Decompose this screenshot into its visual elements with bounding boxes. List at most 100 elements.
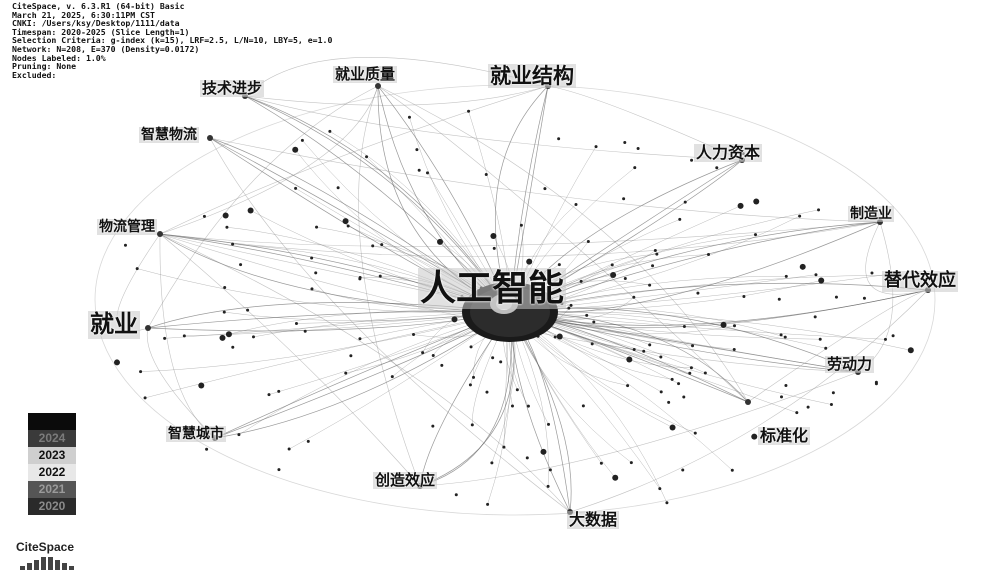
- network-node[interactable]: [468, 383, 472, 387]
- network-node[interactable]: [623, 277, 627, 281]
- network-node[interactable]: [737, 202, 744, 209]
- network-node[interactable]: [574, 202, 578, 206]
- network-node[interactable]: [682, 395, 686, 399]
- network-node[interactable]: [667, 400, 671, 404]
- network-node[interactable]: [834, 295, 838, 299]
- network-node[interactable]: [425, 171, 429, 175]
- network-node[interactable]: [486, 502, 490, 506]
- keyword-label-laodongli[interactable]: 劳动力: [825, 355, 875, 374]
- network-node[interactable]: [306, 439, 310, 443]
- network-node[interactable]: [653, 248, 657, 252]
- keyword-label-jiuye[interactable]: 就业: [88, 310, 140, 339]
- network-node[interactable]: [883, 337, 887, 341]
- network-node[interactable]: [519, 223, 523, 227]
- keyword-node[interactable]: [157, 231, 163, 237]
- network-node[interactable]: [247, 207, 254, 214]
- network-node[interactable]: [219, 334, 226, 341]
- network-node[interactable]: [683, 200, 687, 204]
- network-node[interactable]: [814, 273, 818, 277]
- network-node[interactable]: [526, 258, 533, 265]
- network-node[interactable]: [139, 370, 143, 374]
- network-node[interactable]: [777, 297, 781, 301]
- network-node[interactable]: [407, 115, 411, 119]
- network-node[interactable]: [526, 404, 530, 408]
- network-node[interactable]: [610, 271, 617, 278]
- keyword-label-renli-ziben[interactable]: 人力资本: [694, 143, 763, 163]
- network-node[interactable]: [371, 244, 375, 248]
- network-node[interactable]: [346, 224, 350, 228]
- network-node[interactable]: [780, 395, 784, 399]
- network-node[interactable]: [470, 423, 474, 427]
- network-node[interactable]: [784, 383, 788, 387]
- network-node[interactable]: [540, 448, 547, 455]
- network-node[interactable]: [703, 371, 707, 375]
- network-node[interactable]: [252, 335, 256, 339]
- network-node[interactable]: [502, 445, 506, 449]
- network-node[interactable]: [163, 336, 167, 340]
- network-node[interactable]: [783, 335, 787, 339]
- network-node[interactable]: [287, 447, 291, 451]
- network-node[interactable]: [642, 349, 646, 353]
- network-node[interactable]: [795, 411, 799, 415]
- network-node[interactable]: [365, 155, 369, 159]
- network-node[interactable]: [246, 308, 250, 312]
- network-node[interactable]: [237, 433, 241, 437]
- network-node[interactable]: [626, 384, 630, 388]
- network-node[interactable]: [629, 461, 633, 465]
- network-node[interactable]: [592, 320, 596, 324]
- network-node[interactable]: [225, 331, 232, 338]
- network-node[interactable]: [223, 285, 227, 289]
- network-node[interactable]: [636, 147, 640, 151]
- keyword-label-zhihui-wuliu[interactable]: 智慧物流: [139, 127, 199, 144]
- network-node[interactable]: [659, 355, 663, 359]
- network-node[interactable]: [231, 345, 235, 349]
- keyword-label-jishu-jinbu[interactable]: 技术进步: [200, 79, 265, 98]
- network-node[interactable]: [421, 351, 425, 355]
- network-node[interactable]: [623, 141, 627, 145]
- network-node[interactable]: [831, 391, 835, 395]
- network-node[interactable]: [691, 344, 695, 348]
- network-node[interactable]: [751, 433, 758, 440]
- keyword-label-biaozhunhua[interactable]: 标准化: [758, 426, 811, 446]
- network-node[interactable]: [123, 243, 127, 247]
- network-node[interactable]: [310, 256, 314, 260]
- network-node[interactable]: [753, 198, 760, 205]
- network-node[interactable]: [818, 277, 825, 284]
- network-node[interactable]: [556, 333, 563, 340]
- network-node[interactable]: [310, 287, 314, 291]
- network-node[interactable]: [715, 166, 719, 170]
- network-node[interactable]: [467, 109, 471, 113]
- network-node[interactable]: [626, 356, 633, 363]
- keyword-label-dashuju[interactable]: 大数据: [567, 510, 620, 530]
- keyword-label-center[interactable]: 人工智能: [418, 268, 567, 310]
- keyword-label-zhihui-chengshi[interactable]: 智慧城市: [166, 426, 226, 443]
- network-node[interactable]: [665, 501, 669, 505]
- network-node[interactable]: [431, 353, 435, 357]
- network-node[interactable]: [632, 295, 636, 299]
- network-node[interactable]: [499, 360, 503, 364]
- network-node[interactable]: [277, 468, 281, 472]
- network-node[interactable]: [415, 148, 419, 152]
- network-node[interactable]: [342, 218, 349, 225]
- network-node[interactable]: [813, 315, 817, 319]
- network-node[interactable]: [569, 303, 573, 307]
- network-node[interactable]: [546, 484, 550, 488]
- network-node[interactable]: [454, 493, 458, 497]
- network-node[interactable]: [586, 240, 590, 244]
- network-node[interactable]: [437, 238, 444, 245]
- keyword-label-tidai-xiaoying[interactable]: 替代效应: [882, 270, 958, 292]
- network-node[interactable]: [451, 316, 458, 323]
- network-node[interactable]: [730, 468, 734, 472]
- network-node[interactable]: [784, 274, 788, 278]
- network-node[interactable]: [829, 403, 833, 407]
- network-node[interactable]: [358, 337, 362, 341]
- network-node[interactable]: [720, 321, 727, 328]
- network-node[interactable]: [581, 404, 585, 408]
- network-node[interactable]: [599, 461, 603, 465]
- network-node[interactable]: [799, 263, 806, 270]
- network-node[interactable]: [349, 354, 353, 358]
- network-node[interactable]: [610, 263, 614, 267]
- network-node[interactable]: [633, 166, 637, 170]
- network-node[interactable]: [585, 313, 589, 317]
- network-node[interactable]: [113, 359, 120, 366]
